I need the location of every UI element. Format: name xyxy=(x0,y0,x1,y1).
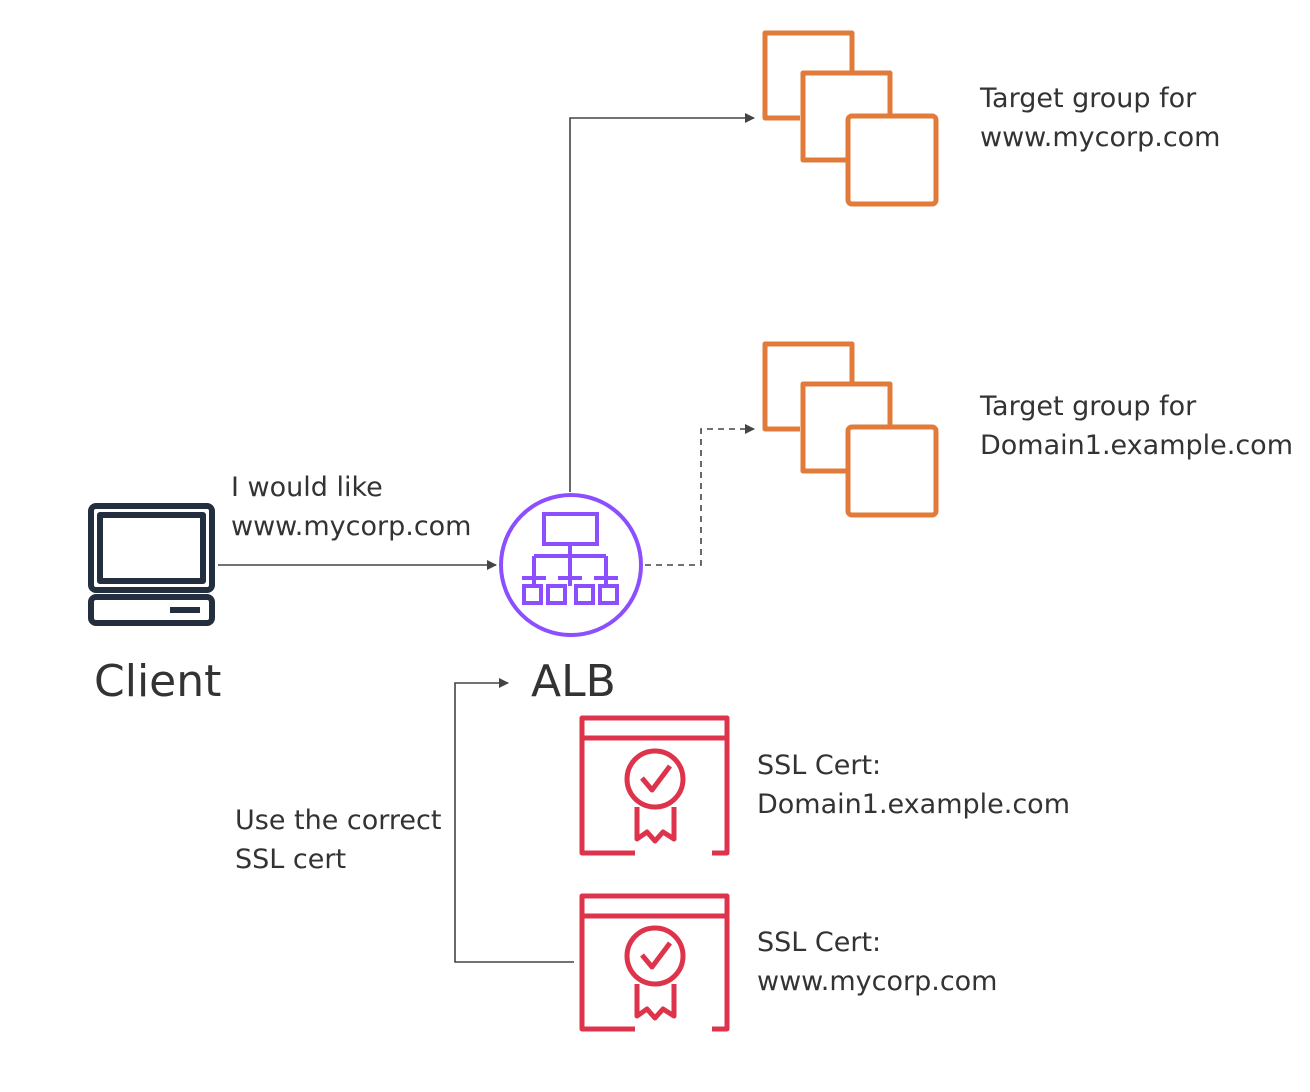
target-group-1-line-1: Target group for xyxy=(980,83,1197,114)
cert-note-label: Use the correct SSL cert xyxy=(235,801,441,879)
cert-note-line-2: SSL cert xyxy=(235,844,347,876)
ssl-cert-label-2: SSL Cert: www.mycorp.com xyxy=(757,923,997,1001)
target-group-label-2: Target group for Domain1.example.com xyxy=(980,387,1293,465)
target-group-icon xyxy=(762,30,939,207)
client-label: Client xyxy=(94,656,222,707)
request-line-2: www.mycorp.com xyxy=(231,511,472,543)
alb-to-target-group-2-arrow xyxy=(645,424,755,566)
certificate-icon xyxy=(579,715,730,856)
ssl-cert-2-line-1: SSL Cert: xyxy=(757,927,882,958)
target-group-label-1: Target group for www.mycorp.com xyxy=(980,79,1220,157)
target-group-1-line-2: www.mycorp.com xyxy=(980,122,1221,154)
cert-to-alb-arrow xyxy=(454,678,574,963)
alb-to-target-group-1-arrow xyxy=(569,113,755,492)
target-group-2-line-1: Target group for xyxy=(980,391,1197,422)
ssl-cert-1-line-2: Domain1.example.com xyxy=(757,789,1070,821)
ssl-cert-1-line-1: SSL Cert: xyxy=(757,750,882,781)
target-group-icon xyxy=(762,341,939,518)
laptop-icon xyxy=(88,503,215,626)
request-label: I would like www.mycorp.com xyxy=(231,468,471,546)
cert-note-line-1: Use the correct xyxy=(235,805,442,836)
alb-label: ALB xyxy=(531,656,616,707)
ssl-cert-2-line-2: www.mycorp.com xyxy=(757,966,998,998)
load-balancer-icon xyxy=(499,493,643,637)
certificate-icon xyxy=(579,893,730,1032)
target-group-2-line-2: Domain1.example.com xyxy=(980,430,1293,462)
ssl-cert-label-1: SSL Cert: Domain1.example.com xyxy=(757,746,1070,824)
request-line-1: I would like xyxy=(231,472,383,503)
